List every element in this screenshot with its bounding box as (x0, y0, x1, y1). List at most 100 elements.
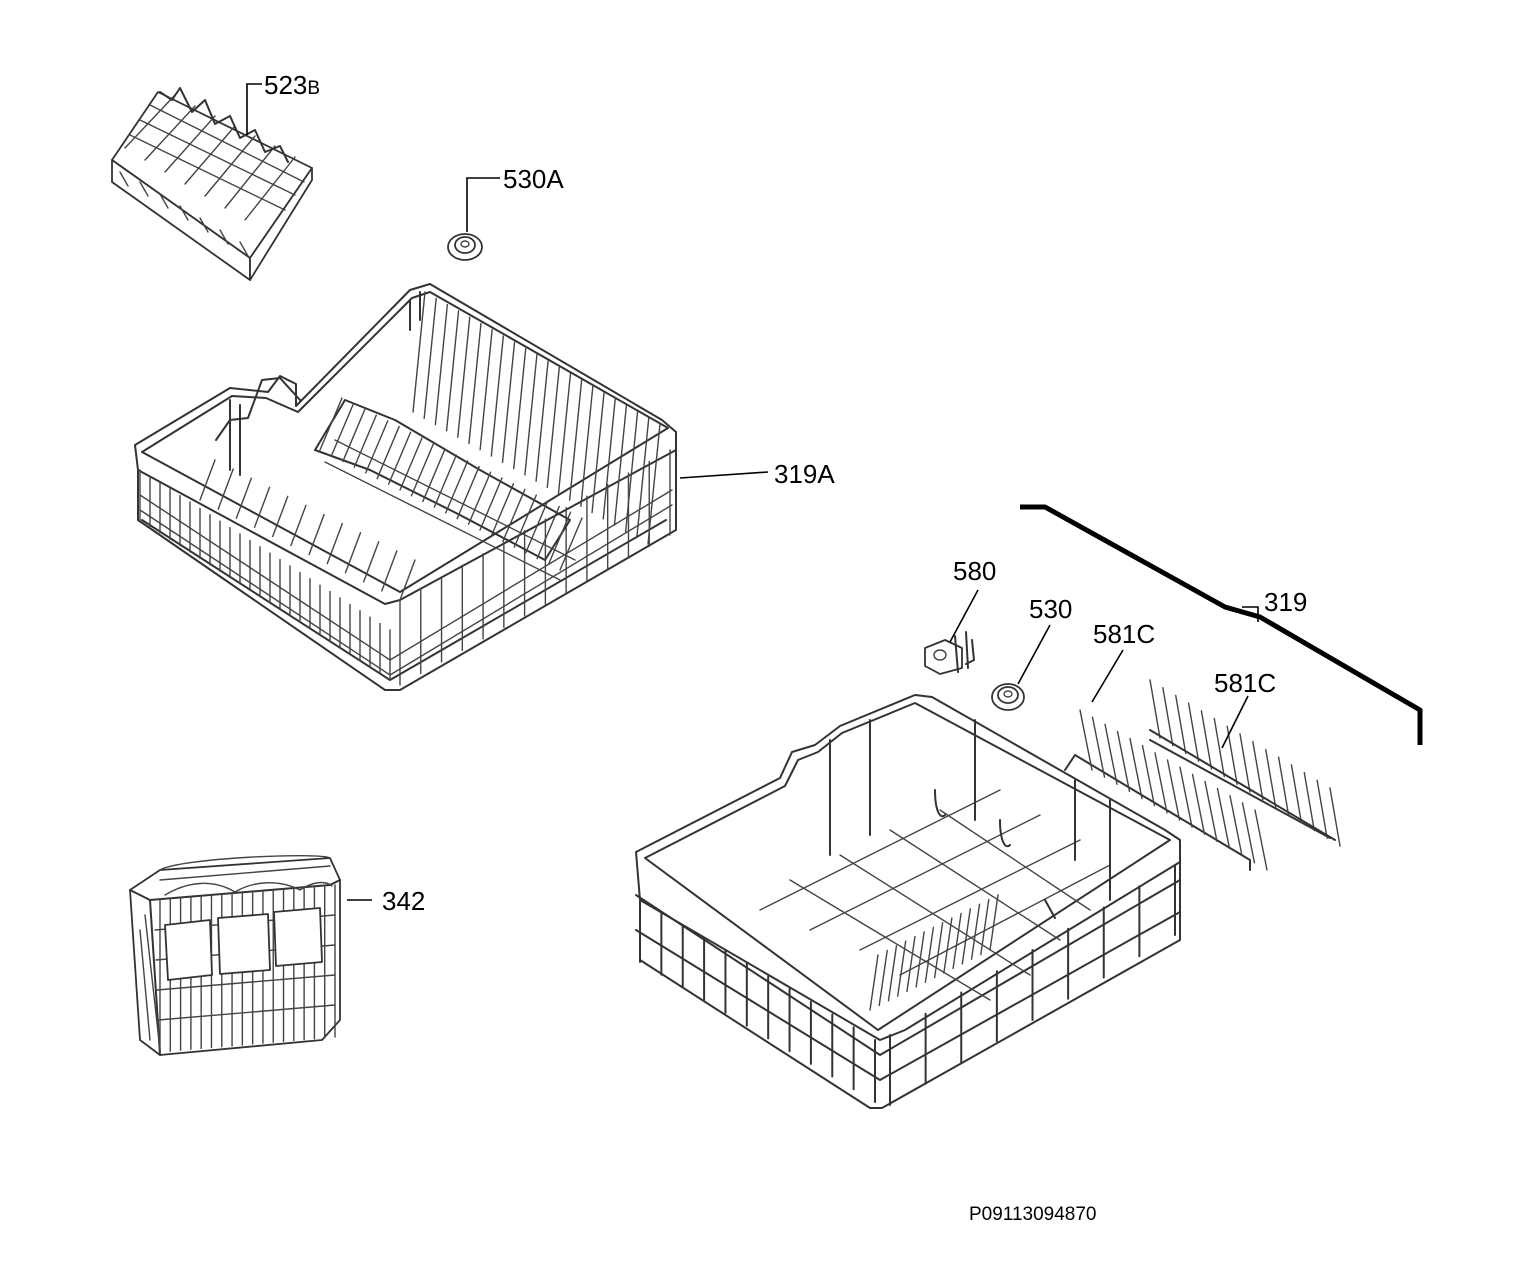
plate-tine (365, 420, 389, 474)
rack-tine (1213, 717, 1225, 778)
rack-tine (1166, 759, 1181, 821)
plate-tine (319, 397, 343, 451)
plate-tine (525, 500, 549, 554)
back-wire (468, 322, 482, 445)
rack-tine (1229, 795, 1243, 857)
rack-tine (1204, 780, 1218, 843)
tine-rack-part-581c-right (1149, 679, 1341, 847)
plate-tine (502, 488, 526, 543)
plate-tine (536, 505, 560, 560)
rack-tine (1200, 710, 1213, 770)
plate-tine (290, 504, 307, 547)
plate-tine (326, 522, 343, 565)
upper-basket-part-319a (134, 283, 677, 691)
rack-tine (1254, 809, 1268, 871)
rack-tine (1252, 741, 1264, 801)
label-581c-right: 581C (1214, 668, 1276, 698)
plate-tine (344, 532, 362, 574)
rack-tine (1179, 766, 1193, 828)
plate-tine (376, 425, 400, 480)
plate-tine (362, 541, 380, 583)
drawing-code: P09113094870 (969, 1204, 1097, 1225)
back-wire (513, 347, 527, 470)
plate-tine (422, 448, 446, 503)
rack-tine (1191, 773, 1206, 835)
back-wire (434, 303, 449, 426)
label-319a: 319A (774, 459, 835, 489)
tine-rack-part-581c-left (1064, 709, 1331, 871)
rack-tine (1290, 764, 1303, 824)
plate-tine (915, 931, 925, 988)
back-wire (591, 391, 605, 514)
rack-tine (1241, 802, 1256, 864)
wheel-part-530 (991, 683, 1025, 711)
label-523b: 523B (264, 70, 320, 100)
label-342: 342 (382, 886, 425, 916)
rack-tine (1154, 752, 1168, 814)
rack-tine (1316, 779, 1328, 839)
rack-tine (1277, 756, 1290, 816)
plate-tine (253, 486, 271, 528)
cup-rack-part-523b (111, 87, 313, 281)
plate-tine (330, 403, 355, 457)
back-wire (423, 297, 437, 419)
back-wire (535, 360, 549, 482)
rack-tine (1149, 679, 1161, 739)
plate-tine (980, 898, 990, 956)
plate-tine (559, 517, 583, 571)
back-wire (524, 354, 538, 476)
plate-tine (878, 949, 888, 1007)
wheel-part-530a (447, 233, 483, 261)
plate-tine (199, 459, 216, 501)
rack-tine (1079, 709, 1093, 771)
plate-tine (387, 431, 412, 485)
label-580: 580 (953, 556, 996, 586)
plate-tine (381, 550, 398, 592)
plate-tine (235, 477, 253, 519)
back-wire (624, 410, 639, 533)
rack-tine (1162, 687, 1174, 747)
plate-tine (513, 494, 537, 548)
rack-tine (1329, 787, 1341, 847)
rack-tine (1175, 694, 1187, 755)
plate-tine (896, 940, 907, 997)
label-581c-left: 581C (1093, 619, 1155, 649)
rack-tine (1216, 787, 1231, 850)
plate-tine (906, 935, 916, 993)
plate-tine (456, 465, 480, 520)
rack-tine (1141, 745, 1156, 807)
rack-tine (1091, 716, 1106, 778)
plate-tine (399, 437, 423, 491)
plate-tine (433, 454, 457, 508)
plate-tine (887, 945, 898, 1002)
plate-tine (869, 954, 879, 1011)
plate-tine (353, 414, 377, 468)
plate-tine (989, 894, 999, 951)
rack-tine (1187, 702, 1200, 762)
back-wire (501, 341, 516, 463)
plate-tine (308, 513, 325, 556)
leader-lines (246, 83, 1259, 901)
rack-tine (1104, 723, 1118, 785)
back-wire (412, 291, 426, 413)
label-319: 319 (1264, 587, 1307, 617)
back-wire (602, 398, 616, 520)
plate-tine (924, 926, 935, 984)
back-wire (557, 373, 572, 495)
plate-tine (933, 921, 944, 979)
plate-tine (342, 408, 366, 463)
rack-tine (1303, 771, 1315, 832)
plate-tine (410, 443, 435, 497)
plate-tine (952, 912, 962, 970)
back-wire (479, 329, 493, 451)
back-wire (613, 404, 628, 526)
plate-tine (217, 468, 234, 510)
rack-rail (1149, 729, 1336, 841)
back-wire (580, 385, 594, 507)
rack-tine (1239, 733, 1251, 793)
back-wire (568, 379, 583, 501)
plate-tine (943, 917, 953, 974)
plate-tine (547, 511, 572, 565)
rack-tine (1129, 737, 1143, 800)
label-530: 530 (1029, 594, 1072, 624)
